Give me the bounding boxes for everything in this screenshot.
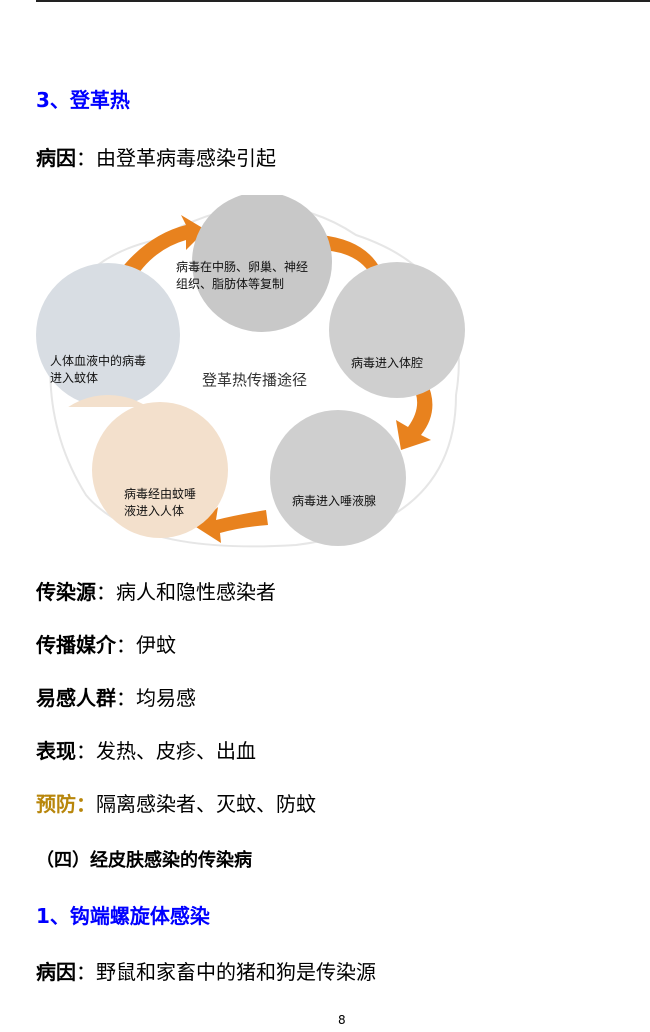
prevention-label: 预防： — [36, 792, 96, 816]
source-label: 传染源 — [36, 580, 96, 604]
cause2-sep: ： — [76, 960, 96, 984]
arrow-icon — [196, 507, 268, 543]
step-2-line-1: 病毒在中肠、卵巢、神经 — [176, 259, 308, 274]
cause-text: 由登革病毒感染引起 — [96, 146, 276, 170]
subsection-title: （四）经皮肤感染的传染病 — [36, 850, 252, 871]
source-sep: ： — [96, 580, 116, 604]
source-text: 病人和隐性感染者 — [116, 580, 276, 604]
vector-label: 传播媒介 — [36, 633, 116, 657]
step-2-line-2: 组织、脂肪体等复制 — [176, 276, 284, 291]
cause-label: 病因 — [36, 146, 76, 170]
section-title: 3、登革热 — [36, 88, 130, 112]
cycle-arrows — [116, 215, 433, 543]
prevention-text: 隔离感染者、灭蚊、防蚊 — [96, 792, 316, 816]
vector-text: 伊蚊 — [136, 633, 176, 657]
vector-sep: ： — [116, 633, 136, 657]
step-5-line-1: 病毒经由蚊唾 — [124, 486, 196, 501]
source-line: 传染源：病人和隐性感染者 — [36, 580, 276, 604]
symptoms-label: 表现 — [36, 739, 76, 763]
section2-title: 1、钩端螺旋体感染 — [36, 904, 210, 928]
vector-line: 传播媒介：伊蚊 — [36, 633, 176, 657]
cause2-text: 野鼠和家畜中的猪和狗是传染源 — [96, 960, 376, 984]
arrow-icon — [396, 380, 433, 450]
step-5-line-2: 液进入人体 — [124, 503, 184, 518]
cause-line: 病因：由登革病毒感染引起 — [36, 146, 276, 170]
arrow-icon — [116, 215, 206, 285]
cause2-line: 病因：野鼠和家畜中的猪和狗是传染源 — [36, 960, 376, 984]
transmission-diagram: 人体血液中的病毒 进入蚊体 病毒在中肠、卵巢、神经 组织、脂肪体等复制 病毒进入… — [36, 195, 465, 548]
prevention-line: 预防：隔离感染者、灭蚊、防蚊 — [36, 792, 316, 816]
cause-sep: ： — [76, 146, 96, 170]
header-rule — [36, 0, 650, 2]
step-3-line-1: 病毒进入体腔 — [351, 355, 423, 370]
susceptible-label: 易感人群 — [36, 686, 116, 710]
step-circle-4: 病毒进入唾液腺 — [270, 410, 406, 546]
susceptible-text: 均易感 — [136, 686, 196, 710]
step-4-line-1: 病毒进入唾液腺 — [292, 493, 376, 508]
step-circle-1: 人体血液中的病毒 进入蚊体 — [36, 263, 180, 407]
page-number: 8 — [338, 1013, 346, 1027]
step-circle-3: 病毒进入体腔 — [329, 262, 465, 398]
symptoms-sep: ： — [76, 739, 96, 763]
diagram-title: 登革热传播途径 — [202, 371, 307, 389]
step-circle-5: 病毒经由蚊唾 液进入人体 — [92, 402, 228, 538]
step-1-line-2: 进入蚊体 — [50, 370, 98, 385]
susceptible-line: 易感人群：均易感 — [36, 686, 196, 710]
symptoms-line: 表现：发热、皮疹、出血 — [36, 739, 256, 763]
cause2-label: 病因 — [36, 960, 76, 984]
step-1-line-1: 人体血液中的病毒 — [50, 353, 146, 368]
symptoms-text: 发热、皮疹、出血 — [96, 739, 256, 763]
susceptible-sep: ： — [116, 686, 136, 710]
step-circle-2: 病毒在中肠、卵巢、神经 组织、脂肪体等复制 — [176, 195, 332, 332]
